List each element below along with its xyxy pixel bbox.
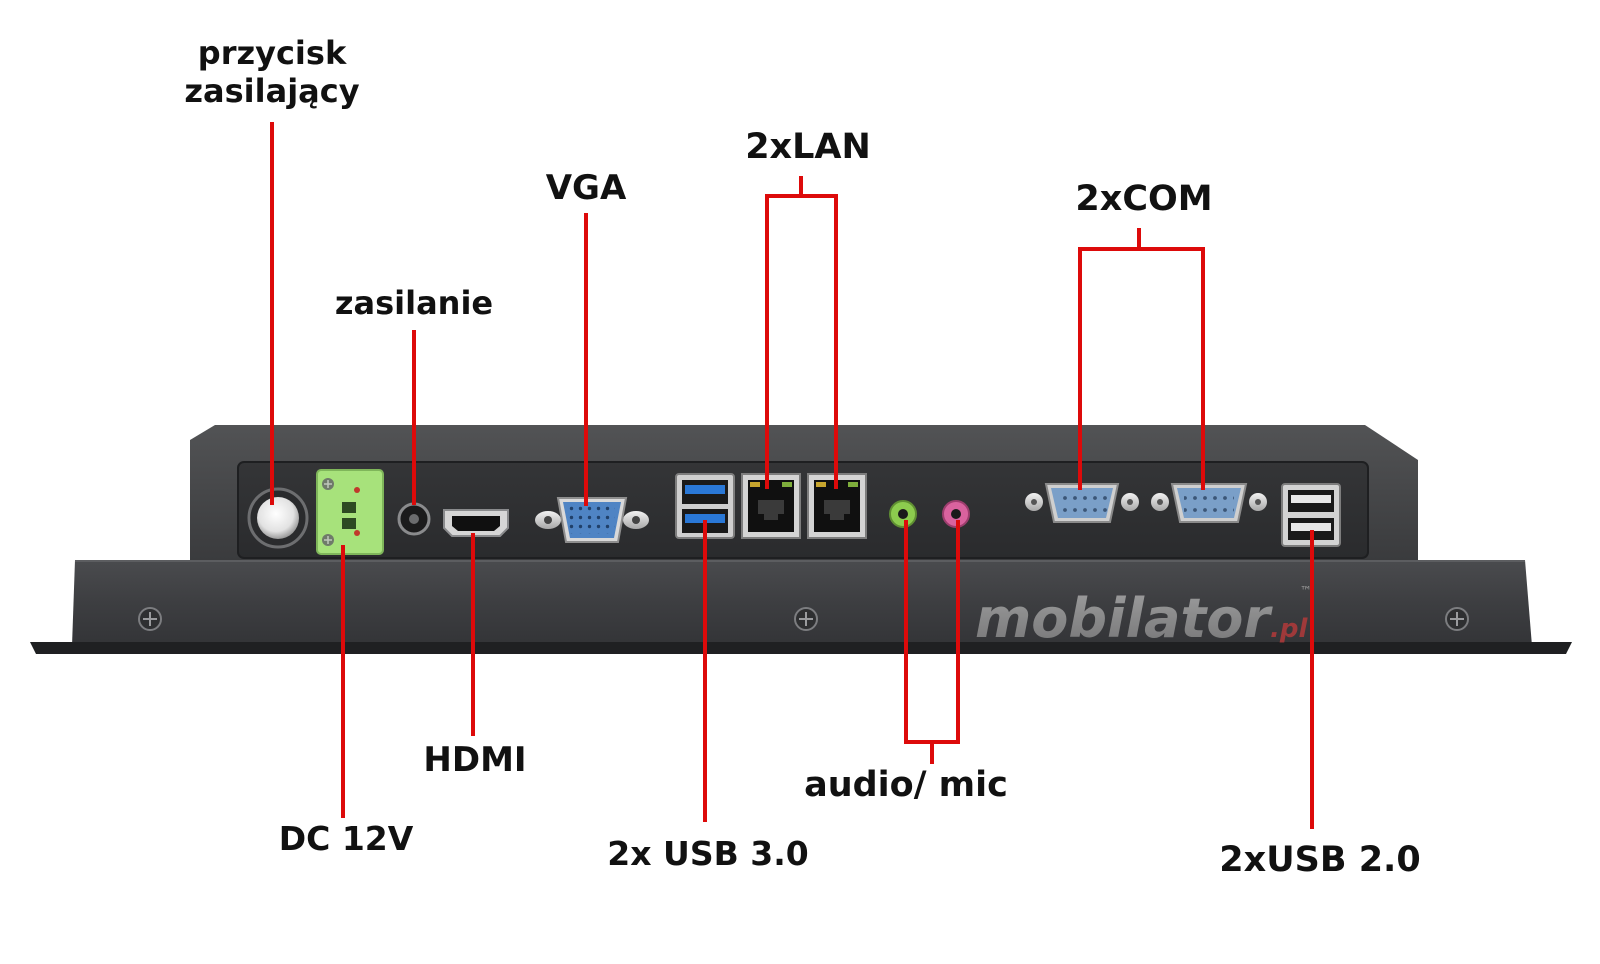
- watermark-tm: ™: [1300, 584, 1312, 598]
- callout-lan: [765, 176, 838, 489]
- callout-com: [1078, 228, 1205, 490]
- lan-port-1: [741, 473, 801, 539]
- label-power-button: przycisk zasilający: [184, 34, 360, 111]
- watermark-logo: mobilator.pl: [975, 587, 1309, 650]
- label-audio: audio/ mic: [804, 765, 1008, 805]
- com-port-2: [1151, 483, 1267, 523]
- dc-barrel-jack: [397, 502, 431, 536]
- screw: [138, 607, 162, 631]
- screw: [1445, 607, 1469, 631]
- usb2-stack: [1281, 483, 1341, 547]
- audio-jack: [889, 500, 917, 528]
- dc-terminal-block: [316, 469, 384, 555]
- usb3-stack: [675, 473, 735, 539]
- lan-port-2: [807, 473, 867, 539]
- label-lan: 2xLAN: [745, 127, 871, 167]
- label-com: 2xCOM: [1075, 179, 1213, 219]
- power-button: [247, 487, 309, 549]
- label-power: zasilanie: [334, 284, 494, 322]
- label-dc: DC 12V: [278, 819, 414, 858]
- bottom-flange: [30, 642, 1572, 654]
- com-port-1: [1025, 483, 1139, 523]
- mic-jack: [942, 500, 970, 528]
- label-hdmi: HDMI: [423, 740, 527, 780]
- callout-audio: [904, 520, 960, 764]
- hdmi-port: [443, 509, 509, 537]
- front-bezel: [72, 560, 1532, 646]
- vga-port: [535, 497, 649, 543]
- label-power-button-text: przycisk zasilający: [184, 34, 360, 110]
- screw: [794, 607, 818, 631]
- label-vga: VGA: [545, 168, 627, 208]
- label-usb2: 2xUSB 2.0: [1219, 840, 1421, 880]
- label-usb3: 2x USB 3.0: [607, 834, 809, 873]
